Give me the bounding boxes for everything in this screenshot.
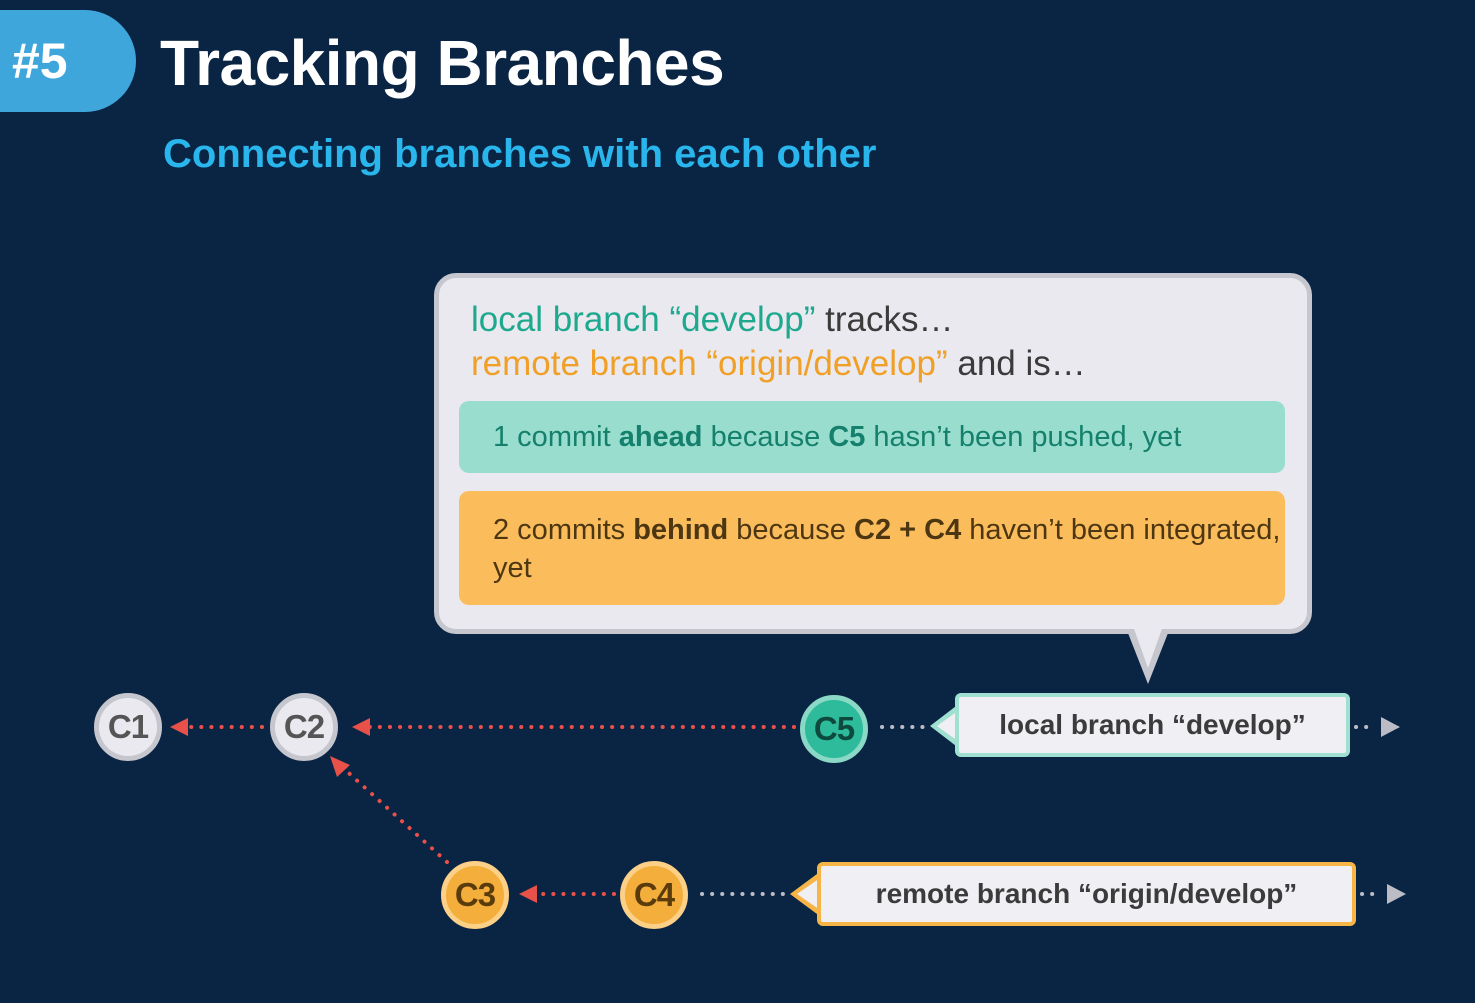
tracking-status-callout: local branch “develop” tracks… remote br…: [434, 273, 1312, 634]
section-number-badge: #5: [0, 10, 136, 112]
ahead-text-2: because: [702, 420, 829, 453]
ahead-text-1: 1 commit: [493, 420, 619, 453]
commit-node-c2: C2: [270, 693, 338, 761]
ahead-status-box: 1 commit ahead because C5 hasn’t been pu…: [459, 401, 1285, 473]
local-branch-mention: local branch “develop”: [471, 300, 816, 339]
arrowhead-to-c1: [170, 718, 188, 736]
and-is-text: and is…: [947, 344, 1086, 383]
ahead-commit-ref: C5: [828, 420, 866, 453]
commit-node-c1: C1: [94, 693, 162, 761]
tracks-text: tracks…: [815, 300, 954, 339]
callout-tail-fill: [1133, 626, 1163, 668]
edge-c3-c2: [339, 764, 449, 864]
behind-commit-refs: C2 + C4: [854, 514, 962, 546]
arrowhead-to-c2-from-c3: [330, 756, 350, 777]
arrowhead-to-c2: [352, 718, 370, 736]
slide-title: Tracking Branches: [160, 27, 725, 99]
behind-status-box: 2 commits behind because C2 + C4 haven’t…: [459, 491, 1285, 605]
behind-text-1: 2 commits: [493, 514, 634, 546]
ahead-keyword: ahead: [618, 420, 703, 453]
local-branch-arrowhead: [1381, 717, 1400, 737]
arrowhead-to-c3: [519, 885, 537, 903]
behind-text-2: because: [728, 514, 854, 546]
ahead-text-3: hasn’t been pushed, yet: [865, 420, 1182, 453]
remote-branch-pointer-fill: [797, 876, 823, 912]
behind-keyword: behind: [633, 514, 729, 546]
commit-node-c4: C4: [620, 861, 688, 929]
remote-branch-arrowhead: [1387, 884, 1406, 904]
commit-node-c3: C3: [441, 861, 509, 929]
tracking-line-local: local branch “develop” tracks…: [471, 300, 953, 340]
tracking-line-remote: remote branch “origin/develop” and is…: [471, 344, 1086, 384]
behind-text-3: haven’t been integrated, yet: [493, 514, 1281, 584]
remote-branch-label: remote branch “origin/develop”: [817, 862, 1356, 926]
commit-node-c5: C5: [800, 695, 868, 763]
local-branch-label: local branch “develop”: [955, 693, 1350, 757]
slide-subtitle: Connecting branches with each other: [163, 132, 877, 176]
remote-branch-mention: remote branch “origin/develop”: [471, 344, 948, 383]
